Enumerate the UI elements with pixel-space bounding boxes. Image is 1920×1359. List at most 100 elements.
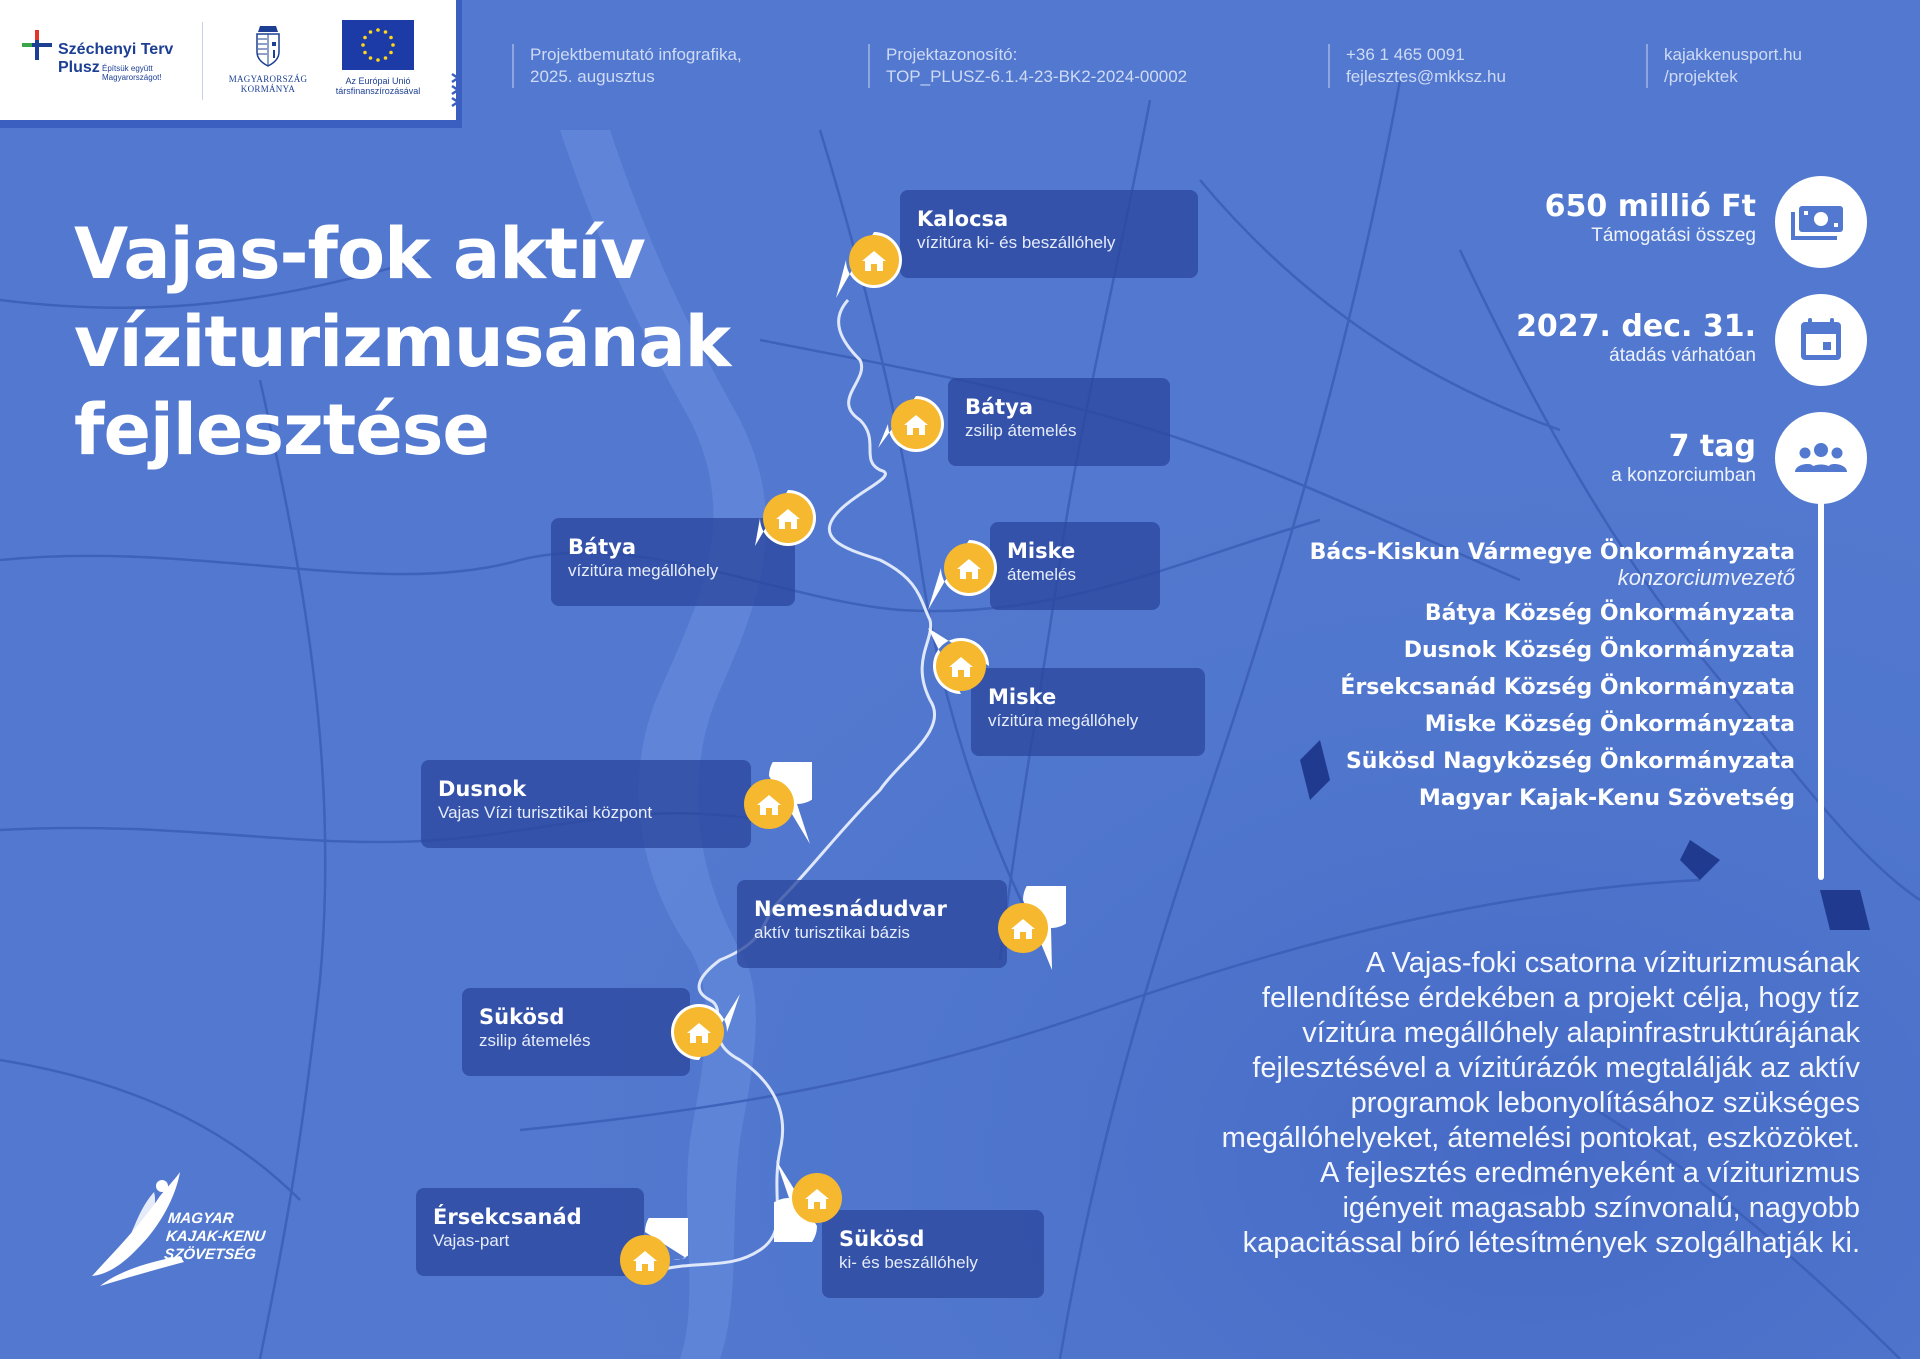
consortium-member: Sükösd Nagyközség Önkormányzata [1345, 749, 1795, 774]
eu-text-1: Az Európai Unió [345, 76, 411, 86]
stat-consortium: 7 tag a konzorciumban [1611, 430, 1756, 488]
location-name: Bátya [568, 535, 637, 559]
location-card-miske-lift[interactable]: Miske átemelés [990, 522, 1160, 610]
consortium-list: Bács-Kiskun Vármegye Önkormányzata konzo… [1195, 534, 1795, 817]
header-info-line: TOP_PLUSZ-6.1.4-23-BK2-2024-00002 [886, 67, 1188, 86]
header-info-line: Projektazonosító: [886, 45, 1018, 64]
location-name: Miske [1007, 539, 1076, 563]
email-link[interactable]: fejlesztes@mkksz.hu [1346, 67, 1506, 86]
water-route-line [659, 298, 937, 1272]
location-card-dusnok[interactable]: Dusnok Vajas Vízi turisztikai központ [421, 760, 751, 848]
stat-label: Támogatási összeg [1591, 225, 1756, 246]
location-card-batya-lock[interactable]: Bátya zsilip átemelés [948, 378, 1170, 466]
szechenyi-terv-logo: Széchenyi Terv Plusz Építsük együtt Magy… [20, 28, 190, 98]
government-text-1: MAGYARORSZÁG [228, 74, 308, 84]
website-link-path[interactable]: /projektek [1664, 67, 1738, 86]
location-name: Sükösd [479, 1005, 565, 1029]
lake [1300, 740, 1330, 800]
map-pin-house-icon[interactable] [774, 1156, 860, 1242]
mkksz-logo-line: KAJAK-KENU [165, 1228, 267, 1245]
consortium-leader: Bács-Kiskun Vármegye Önkormányzata [1309, 540, 1795, 565]
consortium-member: Érsekcsanád Község Önkormányzata [1340, 675, 1795, 700]
mkksz-logo: MAGYAR KAJAK-KENU SZÖVETSÉG [80, 1166, 270, 1290]
consortium-member: Dusnok Község Önkormányzata [1403, 638, 1795, 663]
stat-value: 2027. dec. 31. [1516, 309, 1756, 344]
consortium-member: Magyar Kajak-Kenu Szövetség [1418, 786, 1795, 811]
description-line: kapacitással bíró létesítmények szolgálh… [1242, 1227, 1860, 1259]
header-info-website[interactable]: kajakkenusport.hu /projektek [1646, 44, 1802, 88]
stat-deadline: 2027. dec. 31. átadás várhatóan [1516, 310, 1756, 368]
stat-value: 650 millió Ft [1544, 189, 1756, 224]
map-pin-house-icon[interactable] [726, 762, 812, 848]
map-pin-house-icon[interactable] [980, 886, 1066, 972]
calendar-icon [1775, 294, 1867, 386]
location-name: Miske [988, 685, 1057, 709]
szechenyi-title: Széchenyi Terv [58, 41, 174, 58]
description-line: fellendítése érdekében a projekt célja, … [1261, 982, 1860, 1014]
consortium-member: Miske Község Önkormányzata [1424, 712, 1795, 737]
mkksz-logo-text: MAGYAR KAJAK-KENU SZÖVETSÉG [163, 1210, 268, 1264]
phone-number[interactable]: +36 1 465 0091 [1346, 45, 1465, 64]
header-info-line: 2025. augusztus [530, 67, 655, 86]
header-info-contact: +36 1 465 0091 fejlesztes@mkksz.hu [1328, 44, 1506, 88]
logo-bar-bottom-strip [0, 120, 456, 128]
location-description: vízitúra megállóhely [568, 561, 719, 580]
eu-logo: Az Európai Unió társfinanszírozásával [326, 20, 430, 104]
logo-bar: Széchenyi Terv Plusz Építsük együtt Magy… [0, 0, 462, 128]
coat-of-arms-icon [256, 26, 280, 67]
header-info-line: Projektbemutató infografika, [530, 45, 742, 64]
location-card-sukosd-access[interactable]: Sükösd ki- és beszállóhely [822, 1210, 1044, 1298]
location-description: Vajas-part [433, 1231, 510, 1250]
consortium-leader-role: konzorciumvezető [1617, 565, 1795, 590]
government-logo: MAGYARORSZÁG KORMÁNYA [218, 20, 318, 100]
kayak-paddler-icon [92, 1172, 184, 1286]
header-info-project-id: Projektazonosító: TOP_PLUSZ-6.1.4-23-BK2… [868, 44, 1187, 88]
map-pin-house-icon[interactable] [926, 526, 1012, 612]
location-description: átemelés [1007, 565, 1076, 584]
description-line: A fejlesztés eredményeként a víziturizmu… [1320, 1157, 1860, 1189]
location-description: vízitúra ki- és beszállóhely [917, 233, 1116, 252]
location-name: Dusnok [438, 777, 527, 801]
page-title: Vajas-fok aktív víziturizmusának fejlesz… [74, 210, 834, 474]
map-pin-house-icon[interactable] [918, 624, 1004, 710]
website-link[interactable]: kajakkenusport.hu [1664, 45, 1802, 64]
map-pin-house-icon[interactable] [873, 382, 959, 468]
szechenyi-cross-icon [22, 30, 52, 60]
location-description: Vajas Vízi turisztikai központ [438, 803, 653, 822]
danube-river [560, 130, 767, 1359]
lake [1680, 840, 1720, 880]
location-description: vízitúra megállóhely [988, 711, 1139, 730]
map-pin-house-icon[interactable] [656, 990, 742, 1076]
eu-text-2: társfinanszírozásával [335, 86, 421, 96]
map-pin-house-icon[interactable] [831, 218, 917, 304]
page-title-line: víziturizmusának [74, 301, 731, 383]
szechenyi-tagline: Építsük együtt Magyarországot! [102, 64, 162, 82]
description-line: A Vajas-foki csatorna víziturizmusának [1365, 947, 1860, 979]
location-card-nemesnadudvar[interactable]: Nemesnádudvar aktív turisztikai bázis [737, 880, 1007, 968]
location-card-kalocsa[interactable]: Kalocsa vízitúra ki- és beszállóhely [900, 190, 1198, 278]
mkksz-logo-line: SZÖVETSÉG [163, 1246, 257, 1263]
money-icon [1775, 176, 1867, 268]
map-pin-house-icon[interactable] [602, 1218, 688, 1304]
consortium-member: Bátya Község Önkormányzata [1424, 601, 1795, 626]
stat-label: átadás várhatóan [1609, 345, 1756, 366]
location-card-sukosd-lock[interactable]: Sükösd zsilip átemelés [462, 988, 690, 1076]
location-card-miske-stop[interactable]: Miske vízitúra megállóhely [971, 668, 1205, 756]
mkksz-logo-line: MAGYAR [167, 1210, 235, 1227]
description-line: fejlesztésével a vízitúrázók megtalálják… [1252, 1052, 1860, 1084]
page-title-line: Vajas-fok aktív [74, 213, 646, 295]
stat-value: 7 tag [1668, 429, 1756, 464]
eu-flag-icon [342, 20, 414, 70]
szechenyi-plusz: Plusz [58, 59, 100, 76]
project-description: A Vajas-foki csatorna víziturizmusának f… [1100, 946, 1860, 1261]
stat-label: a konzorciumban [1611, 465, 1756, 486]
consortium-connector-line [1818, 480, 1824, 880]
location-name: Bátya [965, 395, 1034, 419]
location-card-ersekcsanad[interactable]: Érsekcsanád Vajas-part [416, 1188, 644, 1276]
description-line: vízitúra megállóhely alapinfrastruktúráj… [1302, 1017, 1860, 1049]
map-pin-house-icon[interactable] [745, 476, 831, 562]
location-name: Érsekcsanád [433, 1205, 582, 1229]
location-card-batya-stop[interactable]: Bátya vízitúra megállóhely [551, 518, 795, 606]
header-info-date: Projektbemutató infografika, 2025. augus… [512, 44, 742, 88]
lake [1820, 890, 1870, 930]
